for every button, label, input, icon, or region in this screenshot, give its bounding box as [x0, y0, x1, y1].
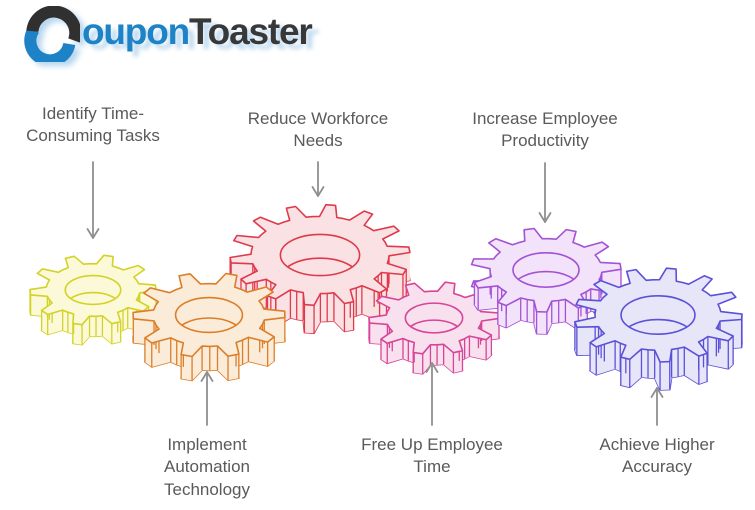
step-label-achieve-accuracy: Achieve Higher Accuracy: [599, 435, 715, 477]
coupontoaster-logo: ouponToaster: [22, 6, 313, 62]
brand-part1: oupon: [82, 10, 190, 52]
gear-orange: [132, 272, 286, 382]
step-label-identify-tasks: Identify Time-Consuming Tasks: [26, 104, 160, 146]
step-label-reduce-workforce: Reduce Workforce Needs: [247, 109, 389, 151]
connector-arrow: [200, 371, 214, 426]
connector-arrow: [311, 161, 325, 197]
c-swirl-logo-icon: [24, 6, 80, 62]
connector-arrow: [86, 161, 100, 239]
gear-blue: [574, 267, 743, 391]
connector-arrow: [425, 362, 439, 426]
connector-arrow: [538, 162, 552, 223]
brand-part2: Toaster: [189, 10, 313, 52]
step-label-implement-automation: Implement Automation Technology: [163, 435, 250, 499]
connector-arrow: [650, 387, 664, 426]
step-label-increase-productivity: Increase Employee Productivity: [472, 109, 618, 151]
brand-wordmark: ouponToaster: [82, 10, 313, 52]
step-label-free-up-time: Free Up Employee Time: [361, 435, 503, 477]
